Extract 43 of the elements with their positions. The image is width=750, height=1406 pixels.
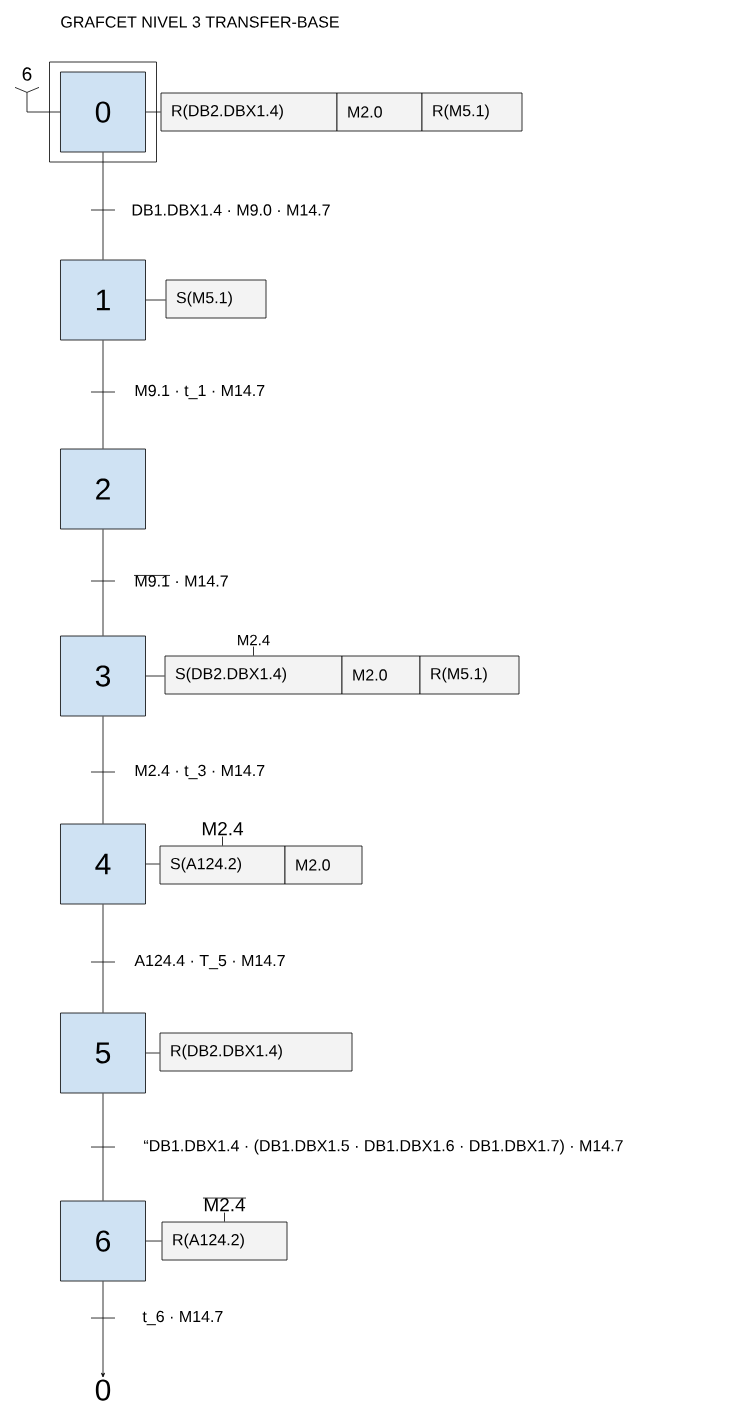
action-box: R(A124.2) <box>161 1221 288 1261</box>
action-box: R(M5.1) <box>419 655 520 695</box>
step-reference: 0 <box>95 1379 111 1401</box>
link-line <box>145 111 161 113</box>
transition-link <box>90 1093 116 1201</box>
step-box: 4 <box>60 823 146 905</box>
condition-label: M2.4 <box>238 634 270 656</box>
transition-link <box>90 1281 116 1378</box>
step-box: 1 <box>60 259 146 341</box>
step-box: 6 <box>60 1200 146 1282</box>
transition-link <box>90 716 116 824</box>
step-reference: 6 <box>22 67 32 81</box>
transition-condition: M2.4 · t_3 · M14.7 <box>135 764 265 780</box>
link-line <box>145 299 166 301</box>
title: GRAFCET NIVEL 3 TRANSFER-BASE <box>61 16 339 28</box>
transition-condition: M9.1 · M14.7 <box>133 575 228 587</box>
transition-condition: “DB1.DBX1.4 · (DB1.DBX1.5 · DB1.DBX1.6 · DB1.DBX1.7) · M14.7 <box>144 1139 623 1155</box>
transition-condition: DB1.DBX1.4 · M9.0 · M14.7 <box>132 204 330 216</box>
action-box: S(M5.1) <box>165 279 267 319</box>
link-line <box>145 1240 162 1242</box>
step-box: 3 <box>60 635 146 717</box>
action-box: R(M5.1) <box>421 92 523 132</box>
action-box: S(A124.2) <box>159 845 286 885</box>
transition-condition: A124.4 · T_5 · M14.7 <box>134 954 285 970</box>
transition-link <box>90 529 116 636</box>
action-box: M2.0 <box>336 92 423 132</box>
transition-link <box>90 340 116 449</box>
step-box: 5 <box>60 1012 146 1094</box>
initial-step-box: 0 <box>49 61 157 163</box>
condition-label: M2.4 <box>202 1197 247 1222</box>
transition-link <box>90 152 116 260</box>
link-line <box>145 1052 160 1054</box>
transition-link <box>90 904 116 1013</box>
action-box: M2.0 <box>341 655 421 695</box>
action-box: R(DB2.DBX1.4) <box>159 1032 353 1072</box>
condition-label: M2.4 <box>202 821 244 846</box>
step-box: 2 <box>60 448 146 530</box>
link-line <box>145 863 160 865</box>
link-line <box>145 675 165 677</box>
link-line <box>14 87 61 113</box>
action-box: M2.0 <box>284 845 363 885</box>
transition-condition: M9.1 · t_1 · M14.7 <box>135 384 265 400</box>
transition-condition: t_6 · M14.7 <box>142 1310 223 1326</box>
